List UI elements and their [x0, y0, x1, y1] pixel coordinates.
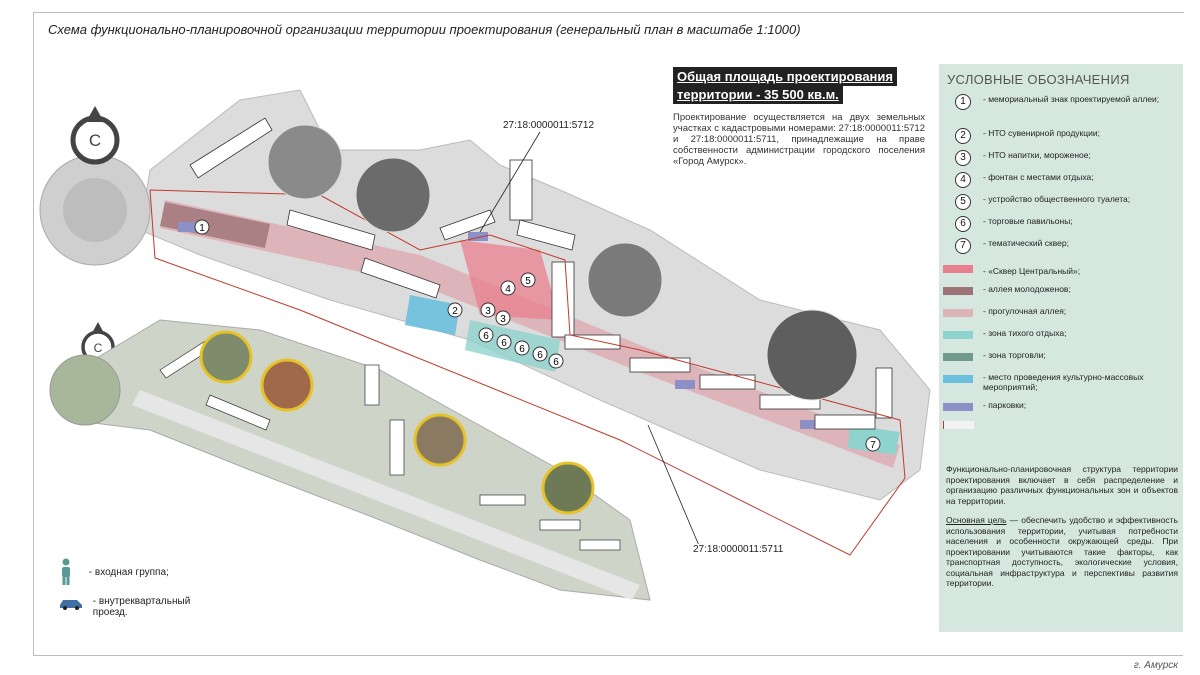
legend-zone-central-square [943, 260, 1179, 280]
footer-city: г. Амурск [1133, 660, 1178, 671]
svg-text:С: С [94, 341, 103, 355]
area-heading: Общая площадь проектирования территории … [673, 67, 897, 104]
legend-zone-event: - место проведения культурно-массовых ме… [943, 370, 1179, 396]
svg-text:6: 6 [553, 357, 559, 368]
svg-text:7: 7 [870, 440, 876, 451]
cadastral-leader-north [479, 131, 541, 233]
svg-text:6: 6 [537, 350, 543, 361]
marker-6e: 6 [548, 353, 564, 369]
legend-zone-central-square-label: - «Сквер Центральный»; [983, 266, 1081, 276]
legend-zone-boundary [943, 416, 1179, 436]
bottom-legend-label: - внутреквартальный проезд. [92, 596, 191, 618]
plan-description: Функционально-планировочная структура те… [946, 464, 1178, 598]
marker-3a: 3 [480, 302, 496, 318]
svg-text:4: 4 [505, 284, 511, 295]
marker-3b: 3 [495, 310, 511, 326]
newlywed-alley [160, 202, 270, 248]
svg-text:3: 3 [500, 314, 506, 325]
area-info: Общая площадь проектирования территории … [673, 67, 925, 167]
cadastral-leader-south [647, 424, 701, 549]
marker-6c: 6 [514, 340, 530, 356]
description-paragraph-2: Основная цель — обеспечить удобство и эф… [946, 515, 1178, 589]
cadastral-number-north: 27:18:0000011:5712 [500, 120, 598, 131]
legend-item-5: 5- устройство общественного туалета; [943, 192, 1179, 212]
legend-item-2: 2- НТО сувенирной продукции; [943, 126, 1179, 146]
photo-thumbnails-upper [267, 124, 858, 401]
legend-zone-walk: - прогулочная аллея; [943, 304, 1179, 324]
svg-text:3: 3 [485, 306, 491, 317]
legend-swatch [943, 265, 973, 273]
legend-heading: УСЛОВНЫЕ ОБОЗНАЧЕНИЯ [947, 72, 1130, 87]
marker-6a: 6 [478, 327, 494, 343]
goal-text: — обеспечить удобство и эффективность ис… [946, 515, 1178, 588]
parking-4 [800, 420, 818, 429]
svg-text:1: 1 [199, 223, 205, 234]
marker-1: 1 [194, 219, 210, 235]
page-title: Схема функционально-планировочной органи… [48, 22, 801, 37]
bottom-legend-entry-group: - входная группа; [58, 558, 169, 586]
event-area [405, 295, 460, 335]
bottom-legend-driveway: - внутреквартальный проезд. [58, 596, 238, 618]
legend-panel: УСЛОВНЫЕ ОБОЗНАЧЕНИЯ 1- мемориальный зна… [939, 64, 1183, 632]
legend-item-1: 1- мемориальный знак проектируемой аллеи… [943, 92, 1179, 112]
marker-4: 4 [500, 280, 516, 296]
legend-item-4: 4- фонтан с местами отдыха; [943, 170, 1179, 190]
legend-zone-trade: - зона торговли; [943, 348, 1179, 368]
upper-plan [39, 89, 931, 556]
svg-text:5: 5 [525, 276, 531, 287]
parking-2 [468, 232, 488, 241]
svg-text:2: 2 [452, 306, 458, 317]
legend-zone-newlywed: - аллея молодоженов; [943, 282, 1179, 302]
goal-label: Основная цель [946, 515, 1007, 525]
page-bottom-rule [33, 655, 1183, 656]
cadastral-number-south: 27:18:0000011:5711 [690, 544, 787, 555]
area-description: Проектирование осуществляется на двух зе… [673, 112, 925, 167]
legend-item-3: 3- НТО напитки, мороженое; [943, 148, 1179, 168]
parking-1 [178, 222, 196, 232]
site-boundary-north [149, 189, 906, 556]
legend-item-7: 7- тематический сквер; [943, 236, 1179, 256]
car-icon [60, 600, 82, 610]
walk-alley [160, 200, 900, 468]
marker-6b: 6 [496, 334, 512, 350]
central-square [460, 240, 560, 320]
person-icon [62, 558, 70, 585]
description-paragraph-1: Функционально-планировочная структура те… [946, 464, 1178, 506]
marker-7: 7 [865, 436, 881, 452]
svg-text:6: 6 [483, 331, 489, 342]
bottom-legend-label: - входная группа; [88, 566, 169, 578]
compass-north-icon: С [70, 106, 120, 165]
lower-plan [49, 319, 651, 601]
marker-6d: 6 [532, 346, 548, 362]
legend-item-6: 6- торговые павильоны; [943, 214, 1179, 234]
svg-text:6: 6 [519, 344, 525, 355]
legend-zone-quiet: - зона тихого отдыха; [943, 326, 1179, 346]
svg-text:6: 6 [501, 338, 507, 349]
parking-3 [675, 380, 695, 389]
svg-text:С: С [89, 131, 101, 150]
page-frame [33, 12, 1184, 656]
marker-5: 5 [520, 272, 536, 288]
map-markers: 1 2 3 3 4 5 6 6 6 6 6 7 [194, 219, 881, 452]
marker-2: 2 [447, 302, 463, 318]
legend-zone-parking: - парковки; [943, 398, 1179, 418]
